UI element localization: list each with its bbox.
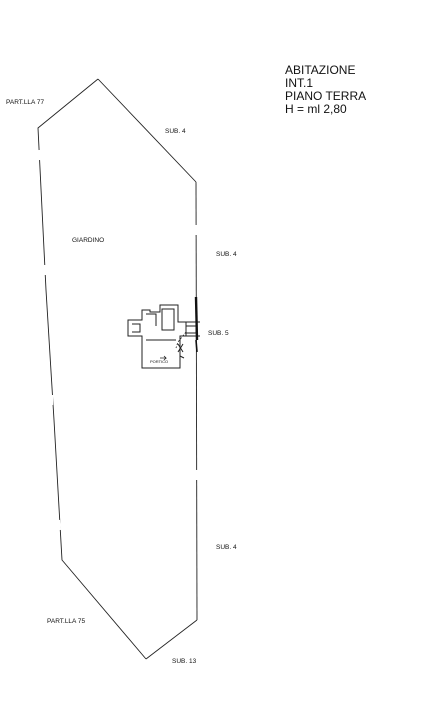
house-inner-wall (132, 308, 176, 341)
label-sub4-top: SUB. 4 (165, 128, 186, 135)
boundary-left (37, 78, 147, 660)
label-sub13: SUB. 13 (172, 658, 197, 665)
boundary-gaps (37, 141, 199, 531)
house-path (175, 331, 187, 349)
label-portico: PORTICO (150, 359, 168, 364)
lot-boundary (37, 78, 198, 660)
label-part-75: PART.LLA 75 (47, 618, 85, 625)
boundary-right (195, 181, 198, 621)
boundary-bottom (145, 619, 198, 660)
title-block: ABITAZIONE INT.1 PIANO TERRA H = ml 2,80 (285, 64, 366, 116)
label-sub4-right-lower: SUB. 4 (216, 544, 237, 551)
boundary-wall-thin (195, 339, 198, 353)
label-part-77: PART.LLA 77 (6, 99, 44, 106)
label-sub5: SUB. 5 (208, 330, 229, 337)
title-abitazione: ABITAZIONE (285, 63, 356, 77)
title-piano: PIANO TERRA (285, 89, 367, 103)
boundary-wall-thick (194, 296, 199, 341)
house-stairs (177, 343, 185, 359)
portico-arrow (160, 355, 167, 361)
title-height: H = ml 2,80 (285, 102, 347, 116)
boundary-top-right (97, 78, 197, 183)
label-giardino: GIARDINO (72, 237, 104, 244)
label-sub4-right-upper: SUB. 4 (216, 251, 237, 258)
title-interno: INT.1 (285, 76, 314, 90)
